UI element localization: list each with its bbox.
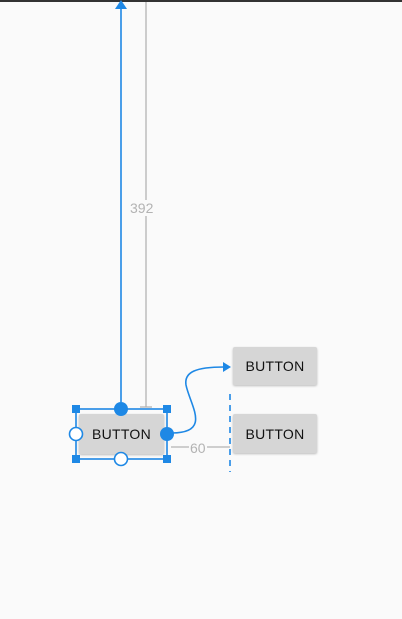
horizontal-gap-dimension-label: 60	[189, 440, 207, 456]
start-anchor-empty-anchor-icon[interactable]	[68, 426, 84, 442]
end-constraint-arrowhead-icon	[223, 362, 231, 372]
end-anchor-filled-anchor-icon[interactable]	[160, 427, 174, 441]
top-constraint-arrowhead-icon	[115, 0, 127, 9]
selected-button[interactable]: BUTTON	[79, 414, 164, 454]
resize-handle-top-right-square-handle-icon[interactable]	[163, 405, 171, 413]
lower-right-button[interactable]: BUTTON	[233, 414, 317, 453]
upper-right-button[interactable]: BUTTON	[233, 347, 317, 385]
parent-top-edge	[0, 0, 402, 2]
top-anchor-filled-anchor-icon[interactable]	[114, 402, 128, 416]
end-constraint-curve[interactable]	[171, 366, 225, 434]
resize-handle-top-left-square-handle-icon[interactable]	[72, 405, 80, 413]
resize-handle-bottom-left-square-handle-icon[interactable]	[72, 455, 80, 463]
resize-handle-bottom-right-square-handle-icon[interactable]	[163, 455, 171, 463]
bottom-anchor-empty-anchor-icon[interactable]	[113, 451, 129, 467]
top-margin-dimension-label: 392	[128, 200, 156, 216]
